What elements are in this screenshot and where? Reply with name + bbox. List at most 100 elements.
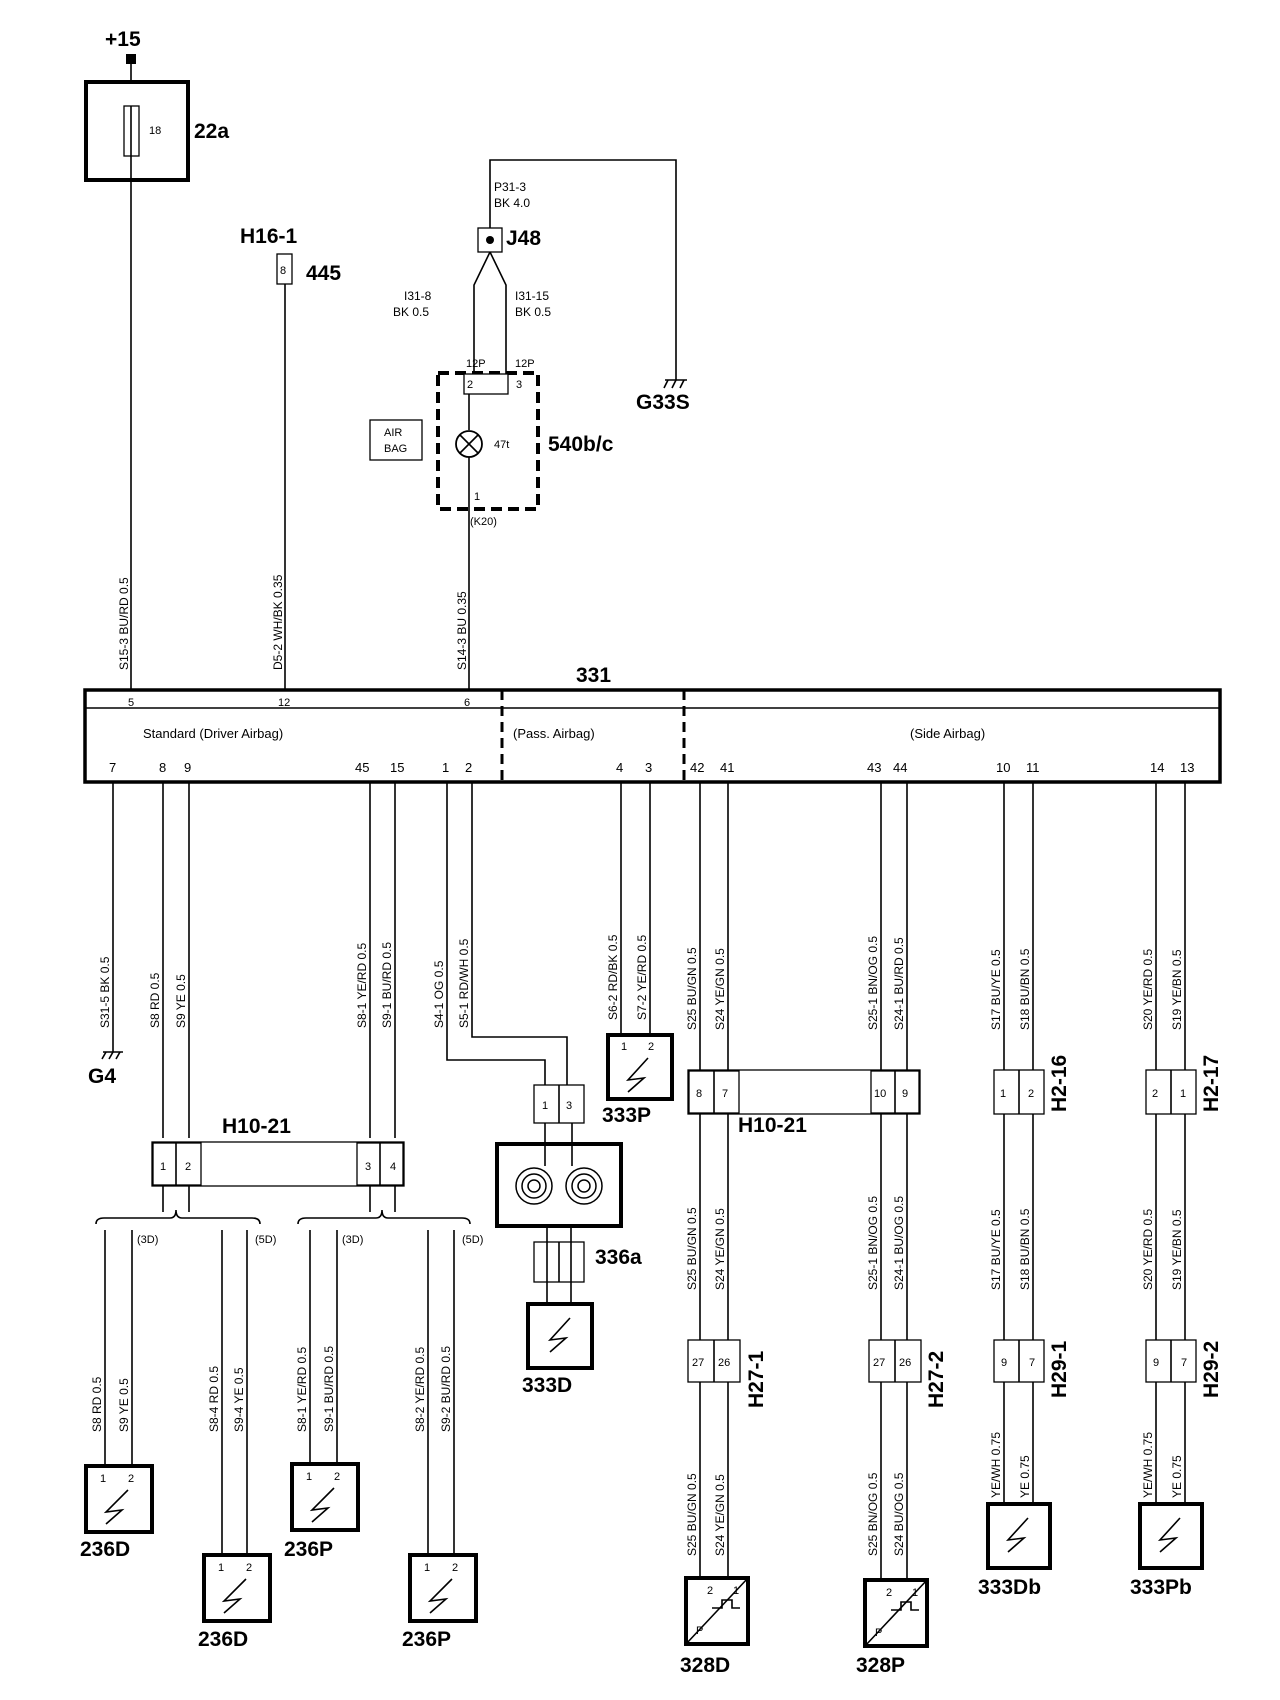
- module-bottom-pin: 11: [1026, 760, 1040, 775]
- connector-pin: 9: [1153, 1357, 1159, 1369]
- module-bottom-pin: 9: [184, 760, 191, 775]
- variant-3d-label: (3D): [137, 1234, 158, 1246]
- mid-wire-label: S4-1 OG 0.5: [432, 960, 446, 1028]
- connector-pin: 26: [899, 1357, 911, 1369]
- connector-h27-2-id: H27-2: [925, 1351, 948, 1408]
- connector-h10-21-left-id: H10-21: [222, 1115, 291, 1138]
- lightning-icon: [1157, 1517, 1181, 1553]
- module-top-pin: 12: [278, 697, 290, 709]
- module-bottom-pin: 42: [690, 760, 704, 775]
- module-bottom-pin: 44: [893, 760, 907, 775]
- component-236D-b-label: 236D: [198, 1628, 248, 1651]
- lower-wire-label: S9-4 YE 0.5: [232, 1367, 246, 1432]
- mid-wire-label: S25-1 BN/OG 0.5: [866, 936, 880, 1030]
- mid-wire-label: S8-1 YE/RD 0.5: [355, 943, 369, 1028]
- module-bottom-pin: 1: [442, 760, 449, 775]
- lamp-pin-a-conn: 12P: [466, 358, 486, 370]
- component-333P-label: 333P: [602, 1104, 651, 1127]
- connector-h2-16-id: H2-16: [1048, 1055, 1071, 1112]
- mid-wire-label: S24 YE/GN 0.5: [713, 948, 727, 1030]
- connector-pin: 10: [874, 1088, 886, 1100]
- airbag-label-line1: AIR: [384, 427, 402, 439]
- mid-wire-label: S8 RD 0.5: [148, 972, 162, 1028]
- connector-pin: 1: [542, 1100, 548, 1112]
- pin-label: 2: [128, 1473, 134, 1485]
- lower-wire-label: S9-1 BU/RD 0.5: [322, 1346, 336, 1432]
- connector-pin: 9: [902, 1088, 908, 1100]
- mid-wire-label: S18 BU/BN 0.5: [1018, 948, 1032, 1030]
- bottom-wire-label: S24 BU/OG 0.5: [892, 1472, 906, 1556]
- lower-wire-label: S9-2 BU/RD 0.5: [439, 1346, 453, 1432]
- module-bottom-pin: 10: [996, 760, 1010, 775]
- module-section-side: (Side Airbag): [910, 726, 985, 741]
- pin-label: 2: [707, 1585, 713, 1597]
- junction-wire-right-spec: BK 0.5: [515, 305, 551, 319]
- connector-pin: 2: [185, 1161, 191, 1173]
- connector-pin: 3: [566, 1100, 572, 1112]
- ground-point-id: H16-1: [240, 225, 298, 248]
- mid-wire-label: S24-1 BU/RD 0.5: [892, 937, 906, 1030]
- component-333D: [526, 1302, 594, 1370]
- mid-wire-label: S17 BU/YE 0.5: [989, 949, 1003, 1030]
- module-section-standard: Standard (Driver Airbag): [143, 726, 283, 741]
- pin-label: 1: [621, 1041, 627, 1053]
- connector-pin: 1: [1180, 1088, 1186, 1100]
- junction-wire-top: P31-3: [494, 180, 526, 194]
- component-236P-b-label: 236P: [402, 1628, 451, 1651]
- power-supply-label: +15: [105, 28, 141, 51]
- spiral-icon: [515, 1167, 603, 1205]
- lightning-icon: [103, 1489, 129, 1525]
- lamp-connector: [463, 373, 509, 395]
- pin-label: 1: [218, 1562, 224, 1574]
- bottom-wire-label: S25 BN/OG 0.5: [866, 1472, 880, 1556]
- mid-wire-label: S7-2 YE/RD 0.5: [635, 935, 649, 1020]
- upper-wire-label: S14-3 BU 0.35: [455, 591, 469, 670]
- bottom-wire-label: YE 0.75: [1170, 1455, 1184, 1498]
- bottom-wire-label: YE/WH 0.75: [989, 1432, 1003, 1498]
- lower-wire-label: S8 RD 0.5: [90, 1376, 104, 1432]
- mid-wire-label: S5-1 RD/WH 0.5: [457, 938, 471, 1028]
- module-331: [83, 688, 1222, 784]
- component-333P: [606, 1033, 674, 1101]
- connector-pin: 3: [365, 1161, 371, 1173]
- connector-pin: 2: [1152, 1088, 1158, 1100]
- module-bottom-pin: 3: [645, 760, 652, 775]
- lamp-pin-c: 1: [474, 491, 480, 503]
- junction-wire-top-spec: BK 4.0: [494, 196, 530, 210]
- fuse-id: 22a: [194, 120, 229, 143]
- lamp-id: 540b/c: [548, 433, 614, 456]
- lamp-pin-b-conn: 12P: [515, 358, 535, 370]
- connector-pin: 26: [718, 1357, 730, 1369]
- connector-pin: 4: [390, 1161, 396, 1173]
- lower-wire-label: S17 BU/YE 0.5: [989, 1209, 1003, 1290]
- junction-wire-right: I31-15: [515, 289, 549, 303]
- pin-label: 1: [912, 1587, 918, 1599]
- pin-label: 1: [306, 1471, 312, 1483]
- bottom-wire-label: S24 YE/GN 0.5: [713, 1474, 727, 1556]
- module-bottom-pin: 45: [355, 760, 369, 775]
- airbag-label-line2: BAG: [384, 443, 407, 455]
- module-section-pass: (Pass. Airbag): [513, 726, 595, 741]
- lower-wire-label: S25-1 BN/OG 0.5: [866, 1196, 880, 1290]
- mid-wire-label: S9-1 BU/RD 0.5: [380, 942, 394, 1028]
- variant-3d-label: (3D): [342, 1234, 363, 1246]
- module-bottom-pin: 2: [465, 760, 472, 775]
- junction-wire-left: I31-8: [404, 289, 432, 303]
- connector-h27-1-id: H27-1: [745, 1350, 768, 1408]
- lightning-icon: [1005, 1517, 1029, 1553]
- lower-wire-label: S18 BU/BN 0.5: [1018, 1208, 1032, 1290]
- pin-label: 2: [886, 1587, 892, 1599]
- component-333Db: [986, 1502, 1052, 1570]
- lower-wire-label: S19 YE/BN 0.5: [1170, 1209, 1184, 1290]
- module-bottom-pin: 15: [390, 760, 404, 775]
- connector-pin: 27: [873, 1357, 885, 1369]
- connector-h2-17-id: H2-17: [1200, 1055, 1223, 1112]
- lower-wire-label: S9 YE 0.5: [117, 1378, 131, 1432]
- module-bottom-pin: 8: [159, 760, 166, 775]
- module-bottom-pin: 7: [109, 760, 116, 775]
- component-236D-a-label: 236D: [80, 1538, 130, 1561]
- pulse-icon: [891, 1601, 919, 1611]
- pin-label: 1: [100, 1473, 106, 1485]
- component-236P-a-label: 236P: [284, 1538, 333, 1561]
